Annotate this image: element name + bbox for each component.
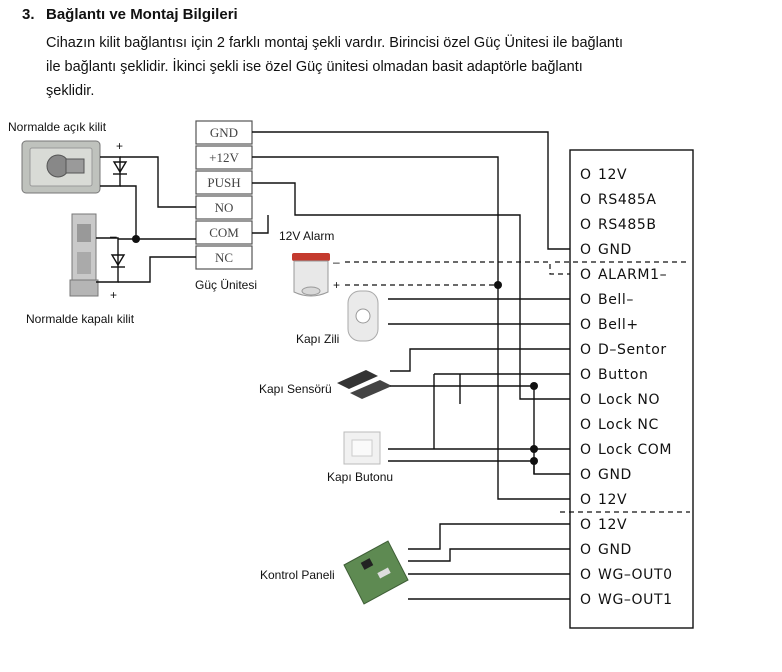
section-title: Bağlantı ve Montaj Bilgileri xyxy=(46,6,238,23)
button-wiring xyxy=(388,373,570,474)
section-paragraph: Cihazın kilit bağlantısı için 2 farklı m… xyxy=(46,31,746,103)
terminal-2: O RS485B xyxy=(580,217,657,233)
terminal-marker: O xyxy=(580,442,592,458)
fail-secure-lock-icon xyxy=(21,140,101,194)
terminal-12: O GND xyxy=(580,467,632,483)
terminal-label: Button xyxy=(598,367,649,383)
terminal-label: RS485B xyxy=(598,217,657,233)
section-number: 3. xyxy=(22,6,35,23)
door-button-label: Kapı Butonu xyxy=(327,470,393,484)
terminal-marker: O xyxy=(580,542,592,558)
terminal-label: GND xyxy=(598,242,632,258)
terminal-10: O Lock NC xyxy=(580,417,659,433)
terminal-marker: O xyxy=(580,517,592,533)
terminal-marker: O xyxy=(580,567,592,583)
terminal-label: ALARM1– xyxy=(598,267,667,283)
terminal-marker: O xyxy=(580,392,592,408)
psu-label: Güç Ünitesi xyxy=(195,278,257,292)
lock2-wiring xyxy=(96,235,196,283)
psu-terminal-label: NC xyxy=(215,250,233,265)
terminal-marker: O xyxy=(580,342,592,358)
door-button-icon xyxy=(343,431,381,465)
paragraph-line-3: şeklidir. xyxy=(46,83,95,99)
control-panel-icon xyxy=(343,540,409,605)
controller-terminal-block xyxy=(569,149,694,629)
door-bell-label: Kapı Zili xyxy=(296,332,339,346)
terminal-label: Bell– xyxy=(598,292,634,308)
psu-terminal-label: COM xyxy=(209,225,239,240)
terminal-13: O 12V xyxy=(580,492,627,508)
alarm-plus: + xyxy=(333,278,340,292)
psu-terminal-label: +12V xyxy=(209,150,239,165)
terminal-4: O ALARM1– xyxy=(580,267,667,283)
door-sensor-icon xyxy=(337,370,392,399)
terminal-marker: O xyxy=(580,217,592,233)
psu-terminal-label: NO xyxy=(215,200,234,215)
terminal-marker: O xyxy=(580,267,592,283)
terminal-17: O WG–OUT1 xyxy=(580,592,673,608)
alarm-minus: – xyxy=(333,255,340,269)
alarm-wiring xyxy=(345,261,570,289)
terminal-label: RS485A xyxy=(598,192,657,208)
terminal-label: 12V xyxy=(598,167,627,183)
alarm-label: 12V Alarm xyxy=(279,229,334,243)
terminal-label: WG–OUT0 xyxy=(598,567,673,583)
psu-terminal-label: GND xyxy=(210,125,238,140)
terminal-label: 12V xyxy=(598,517,627,533)
fail-safe-lock-icon xyxy=(69,213,99,297)
lock2-minus: – xyxy=(110,229,117,243)
terminal-3: O GND xyxy=(580,242,632,258)
section-heading: 3. Bağlantı ve Montaj Bilgileri xyxy=(22,6,238,23)
psu-output-wiring xyxy=(252,131,570,500)
terminal-8: O Button xyxy=(580,367,649,383)
terminal-label: Lock NC xyxy=(598,417,659,433)
paragraph-line-2: ile bağlantı şeklidir. İkinci şekli ise … xyxy=(46,59,583,75)
power-supply-unit: GND +12V PUSH NO COM NC xyxy=(195,120,253,270)
lock1-plus: + xyxy=(116,139,123,153)
terminal-5: O Bell– xyxy=(580,292,634,308)
lock2-plus: + xyxy=(110,288,117,302)
terminal-marker: O xyxy=(580,317,592,333)
lock1-minus: – xyxy=(108,178,115,192)
terminal-11: O Lock COM xyxy=(580,442,672,458)
terminal-marker: O xyxy=(580,242,592,258)
terminal-marker: O xyxy=(580,367,592,383)
terminal-label: Bell+ xyxy=(598,317,639,333)
terminal-0: O 12V xyxy=(580,167,627,183)
terminal-marker: O xyxy=(580,167,592,183)
control-panel-wiring xyxy=(408,523,570,600)
terminal-6: O Bell+ xyxy=(580,317,639,333)
terminal-label: WG–OUT1 xyxy=(598,592,673,608)
door-sensor-label: Kapı Sensörü xyxy=(259,382,332,396)
terminal-marker: O xyxy=(580,292,592,308)
terminal-15: O GND xyxy=(580,542,632,558)
terminal-label: 12V xyxy=(598,492,627,508)
terminal-label: D–Sentor xyxy=(598,342,667,358)
sensor-wiring xyxy=(390,348,570,475)
terminal-label: Lock NO xyxy=(598,392,660,408)
terminal-1: O RS485A xyxy=(580,192,657,208)
paragraph-line-1: Cihazın kilit bağlantısı için 2 farklı m… xyxy=(46,35,624,51)
terminal-9: O Lock NO xyxy=(580,392,660,408)
terminal-label: GND xyxy=(598,542,632,558)
control-panel-label: Kontrol Paneli xyxy=(260,568,335,582)
terminal-marker: O xyxy=(580,417,592,433)
terminal-marker: O xyxy=(580,492,592,508)
terminal-16: O WG–OUT0 xyxy=(580,567,673,583)
terminal-marker: O xyxy=(580,467,592,483)
lock1-wiring xyxy=(100,156,196,239)
alarm-icon xyxy=(292,253,330,297)
door-bell-icon xyxy=(347,290,379,342)
fail-safe-lock-label: Normalde kapalı kilit xyxy=(26,312,135,326)
psu-terminal-label: PUSH xyxy=(207,175,240,190)
terminal-marker: O xyxy=(580,592,592,608)
terminal-14: O 12V xyxy=(580,517,627,533)
fail-secure-lock-label: Normalde açık kilit xyxy=(8,120,107,134)
terminal-label: Lock COM xyxy=(598,442,672,458)
terminal-label: GND xyxy=(598,467,632,483)
terminal-7: O D–Sentor xyxy=(580,342,667,358)
terminal-marker: O xyxy=(580,192,592,208)
